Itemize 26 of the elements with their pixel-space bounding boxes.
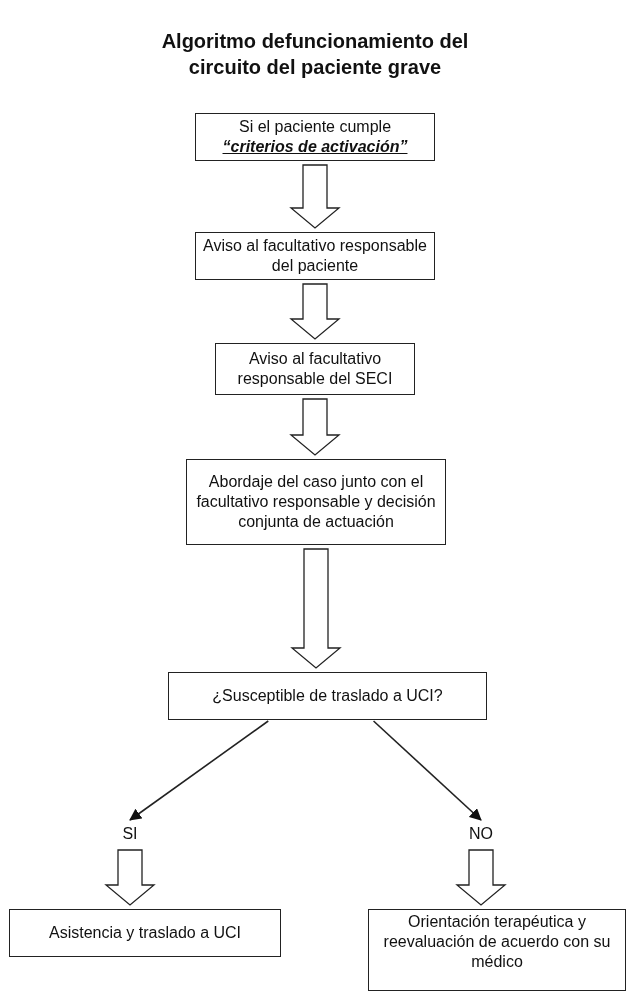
process-box — [368, 909, 626, 991]
process-box — [195, 113, 435, 161]
block-arrow — [289, 164, 341, 229]
block-arrow — [289, 283, 341, 340]
block-arrow — [455, 849, 507, 906]
diagram-title: Algoritmo defuncionamiento del circuito del paciente grave — [160, 29, 470, 80]
box-text: “criterios de activación” — [222, 137, 408, 157]
question-box — [168, 672, 487, 720]
block-arrow — [289, 398, 341, 456]
box-text: Si el paciente cumple — [238, 117, 392, 137]
process-box — [9, 909, 281, 957]
arrow — [129, 720, 270, 821]
branch-label: SI — [110, 822, 150, 846]
box-text: Aviso al facultativo responsable del SECI — [236, 349, 394, 389]
box-text: Aviso al facultativo responsable del paciente — [202, 236, 428, 276]
box-text: ¿Susceptible de traslado a UCI? — [212, 686, 443, 706]
box-text: Orientación terapéutica y reevaluación de acuerdo con su médico — [382, 912, 612, 972]
box-text: Asistencia y traslado a UCI — [48, 923, 242, 943]
box-text: Abordaje del caso junto con el facultativo responsable y decisión conjunta de actuación — [195, 472, 437, 532]
process-box — [215, 343, 415, 395]
block-arrow — [104, 849, 156, 906]
arrow — [372, 720, 482, 821]
process-box — [186, 459, 446, 545]
block-arrow — [290, 548, 342, 669]
process-box — [195, 232, 435, 280]
branch-label: NO — [458, 822, 504, 846]
